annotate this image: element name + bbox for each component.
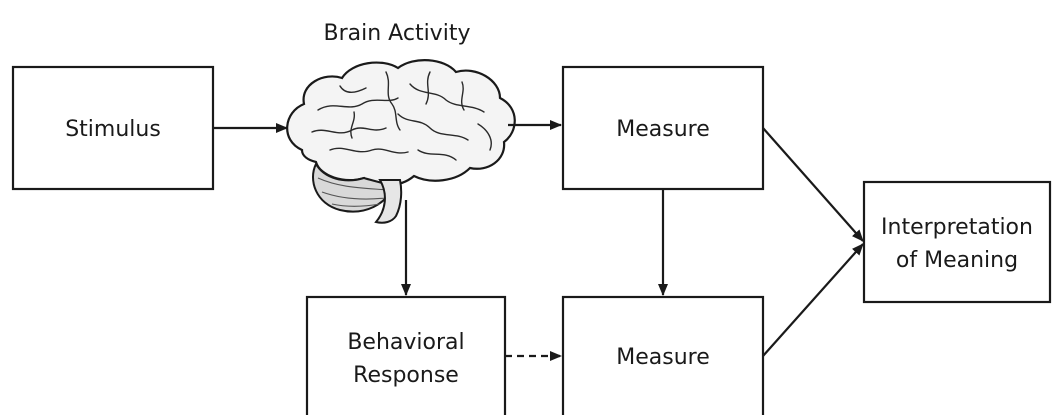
- brain-fold: [397, 113, 469, 141]
- stimulus-label: Stimulus: [65, 117, 161, 142]
- brain-icon: [286, 59, 516, 224]
- brain-fold: [317, 97, 399, 111]
- measure-top-node: Measure: [561, 65, 765, 191]
- brain-fold: [461, 81, 465, 111]
- behavioral-response-label-line1: Behavioral: [347, 330, 464, 355]
- interpretation-node: Interpretation of Meaning: [862, 180, 1052, 304]
- brain-activity-label: Brain Activity: [324, 21, 471, 46]
- cerebellum-line: [317, 177, 389, 191]
- measure-bottom-node: Measure: [561, 295, 765, 415]
- measure-top-box: [561, 65, 765, 191]
- measure-bottom-box: [561, 295, 765, 415]
- brain-fold: [409, 83, 485, 113]
- behavioral-response-node: Behavioral Response: [305, 295, 507, 415]
- brain-fold: [417, 149, 457, 161]
- measure-bottom-label: Measure: [616, 345, 710, 370]
- brain-fold: [329, 147, 409, 154]
- measure-top-label: Measure: [616, 117, 710, 142]
- interpretation-label-line2: of Meaning: [896, 248, 1018, 273]
- brain-fold: [339, 85, 367, 93]
- brain-fold: [350, 111, 356, 139]
- behavioral-response-box: [305, 295, 507, 415]
- cerebellum-line: [331, 203, 381, 207]
- stimulus-node: Stimulus: [11, 65, 215, 191]
- arrow-measure-top-to-interpretation: [762, 127, 864, 242]
- stimulus-box: [11, 65, 215, 191]
- behavioral-response-label-line2: Response: [353, 363, 459, 388]
- brain-stem: [374, 179, 403, 224]
- brain-fold: [477, 123, 492, 151]
- arrow-measure-bottom-to-interpretation: [762, 243, 864, 357]
- cerebrum-shape: [286, 59, 516, 187]
- cerebellum-line: [321, 191, 387, 200]
- interpretation-label-line1: Interpretation: [881, 215, 1033, 240]
- brain-fold: [311, 127, 387, 134]
- brain-fold: [385, 71, 401, 131]
- brain-fold: [425, 71, 431, 105]
- interpretation-box: [862, 180, 1052, 304]
